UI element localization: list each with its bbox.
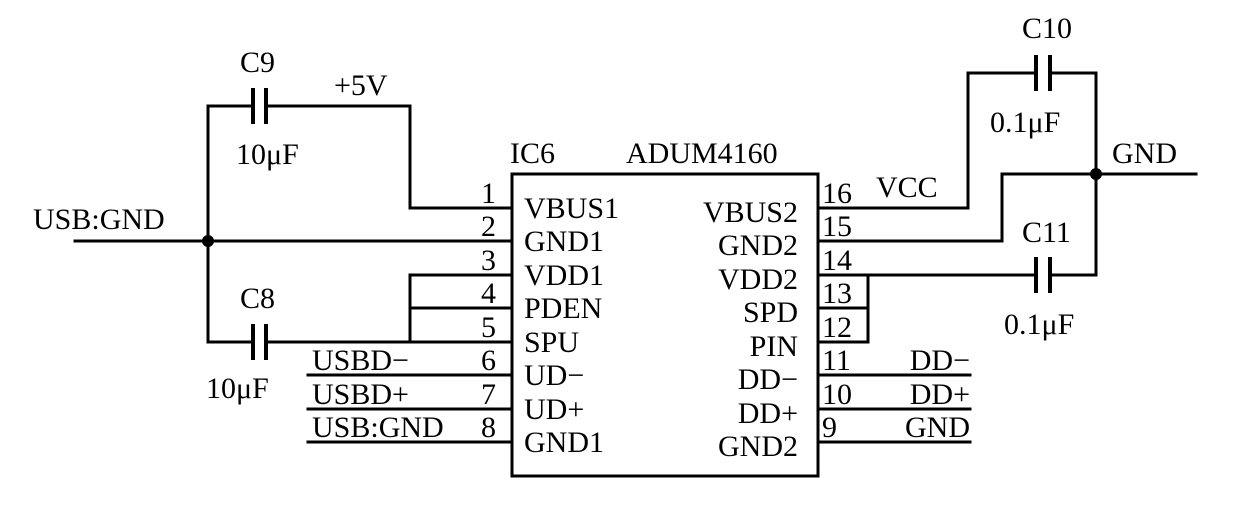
junction-gnd-right [1090, 168, 1102, 180]
wire-c9-right [264, 104, 514, 210]
pin-number: 9 [822, 411, 837, 444]
pin-name: DD− [738, 363, 798, 396]
c8-value: 10μF [206, 372, 269, 405]
right-net-labels: DD− DD+ GND [905, 344, 970, 444]
pin-name: PDEN [524, 292, 602, 325]
pin-name: UD− [524, 359, 584, 392]
net-gnd-bottom: GND [905, 411, 970, 444]
net-usb-gnd-left: USB:GND [33, 203, 165, 236]
chip-part: ADUM4160 [626, 137, 778, 170]
pin-name: UD+ [524, 393, 584, 426]
pin-name: VBUS1 [524, 192, 619, 225]
pin-number: 6 [481, 344, 496, 377]
pin-number: 3 [481, 244, 496, 277]
net-plus5v: +5V [334, 69, 388, 102]
wire-c9-left [206, 104, 255, 243]
right-pin-numbers: 16 15 14 13 12 11 10 9 [822, 177, 852, 444]
pin-number: 8 [481, 411, 496, 444]
chip-ref: IC6 [510, 137, 555, 170]
pin-name: SPU [524, 326, 579, 359]
pin-name: VDD2 [718, 263, 798, 296]
c9-value: 10μF [236, 138, 299, 171]
pin-number: 12 [822, 311, 852, 344]
net-usbd-plus: USBD+ [312, 378, 409, 411]
c9-ref: C9 [240, 46, 275, 79]
net-gnd-right: GND [1112, 137, 1177, 170]
pin-number: 16 [822, 177, 852, 210]
pin-name: VBUS2 [703, 196, 798, 229]
net-vcc: VCC [876, 171, 938, 204]
c8-ref: C8 [240, 282, 275, 315]
pin-number: 14 [822, 244, 852, 277]
pin-number: 2 [481, 210, 496, 243]
pin-number: 5 [481, 311, 496, 344]
net-dd-minus: DD− [910, 344, 970, 377]
pin-name: VDD1 [524, 259, 604, 292]
net-dd-plus: DD+ [910, 378, 970, 411]
c10-value: 0.1μF [990, 106, 1060, 139]
pin-number: 4 [481, 277, 496, 310]
chip-body [510, 172, 820, 478]
pin-name: GND1 [524, 225, 604, 258]
pin-number: 7 [481, 378, 496, 411]
pin-name: GND2 [718, 430, 798, 463]
pin-number: 15 [822, 210, 852, 243]
pin-number: 11 [822, 344, 851, 377]
capacitor-plates [251, 55, 1052, 360]
c11-ref: C11 [1022, 216, 1071, 249]
pin-number: 10 [822, 378, 852, 411]
pin-name: DD+ [738, 397, 798, 430]
net-usb-gnd-bottom: USB:GND [312, 411, 444, 444]
left-pin-names: VBUS1 GND1 VDD1 PDEN SPU UD− UD+ GND1 [524, 192, 619, 459]
right-pin-names: VBUS2 GND2 VDD2 SPD PIN DD− DD+ GND2 [703, 196, 798, 463]
wire-vcc [816, 71, 1038, 210]
pin-number: 13 [822, 277, 852, 310]
c10-ref: C10 [1022, 12, 1072, 45]
wire-c8-left [206, 239, 255, 344]
c11-value: 0.1μF [1004, 308, 1074, 341]
left-pin-numbers: 1 2 3 4 5 6 7 8 [481, 177, 496, 444]
junction-usb-gnd [202, 235, 214, 247]
pin-name: GND2 [718, 229, 798, 262]
pin-number: 1 [481, 177, 496, 210]
pin-name: PIN [750, 330, 798, 363]
wire-vdd1-bus [408, 273, 514, 344]
net-usbd-minus: USBD− [312, 344, 409, 377]
pin-name: GND1 [524, 426, 604, 459]
wire-c10-right [1048, 71, 1098, 277]
pin-name: SPD [743, 296, 798, 329]
